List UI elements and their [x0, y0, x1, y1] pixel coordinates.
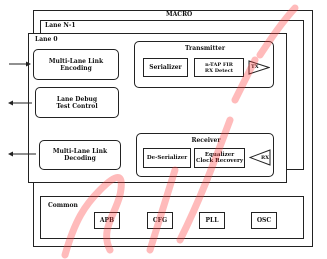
cfg-block: CFG: [147, 212, 173, 229]
lane0-block: Lane 0 Multi-Lane Link Encoding Lane Deb…: [28, 33, 287, 183]
tx-label: TX: [251, 64, 259, 70]
transmitter-title: Transmitter: [185, 45, 225, 52]
transmitter-block: Transmitter Serializer n-TAP FIR RX Dete…: [134, 41, 274, 88]
lane-n1-label: Lane N-1: [45, 22, 76, 29]
tx-driver-triangle: [248, 60, 270, 75]
apb-block: APB: [94, 212, 120, 229]
rx-label: RX: [261, 155, 270, 161]
serializer-block: Serializer: [143, 58, 188, 77]
deserializer-block: De-Serializer: [143, 148, 191, 168]
receiver-block: Receiver De-Serializer Equalizer Clock R…: [136, 133, 274, 177]
receiver-title: Receiver: [191, 137, 221, 144]
macro-title: MACRO: [166, 11, 193, 18]
fir-rx-detect-block: n-TAP FIR RX Detect: [194, 58, 244, 77]
pll-block: PLL: [199, 212, 225, 229]
lane0-label: Lane 0: [35, 36, 58, 43]
debug-test-control-block: Lane Debug Test Control: [35, 87, 119, 118]
encoding-block: Multi-Lane Link Encoding: [33, 49, 119, 80]
equalizer-clock-recovery-block: Equalizer Clock Recovery: [194, 148, 245, 168]
common-block: Common APB CFG PLL OSC: [40, 196, 304, 239]
rx-receiver-triangle: [249, 149, 271, 166]
common-title: Common: [48, 202, 78, 209]
decoding-block: Multi-Lane Link Decoding: [39, 140, 121, 170]
osc-block: OSC: [251, 212, 277, 229]
